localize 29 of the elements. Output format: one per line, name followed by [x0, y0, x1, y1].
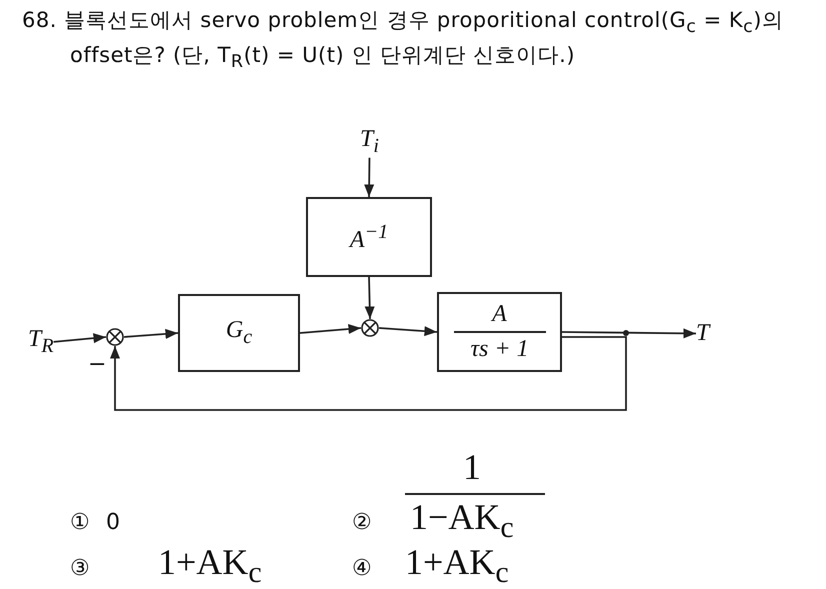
option-text: 1+AK$_{c}$: [158, 541, 262, 589]
option-number: ④: [352, 556, 372, 581]
signal-label: T$_{i}$: [360, 126, 379, 158]
summing-junction: [106, 328, 124, 346]
option-text: 0: [106, 510, 120, 535]
arrow: [562, 328, 696, 338]
summing-junction: [361, 319, 379, 337]
arrow: [364, 276, 375, 320]
block-label: A$^{−1}$: [350, 220, 388, 254]
signal-label: T: [696, 320, 710, 347]
arrow: [300, 324, 362, 334]
arrow: [124, 328, 178, 339]
signal-label: T$_{R}$: [28, 326, 54, 358]
question-text: 68. 블록선도에서 servo problem인 경우 proporitional control(G$_{c}$ = K$_{c}$)의 offset은? (단, T$_{R}$(t) = U(t) 인 단위계단 신호이다.): [22, 7, 784, 74]
arrow: [110, 336, 627, 411]
transfer-function-block: [437, 292, 562, 372]
block-label: G$_{c}$: [226, 317, 252, 349]
denominator: τs + 1: [470, 336, 529, 363]
option-number: ②: [352, 510, 372, 535]
option-number: ①: [70, 510, 90, 535]
option-number: ③: [70, 556, 90, 581]
arrow: [378, 326, 438, 336]
numerator: A: [492, 301, 507, 328]
sign: −: [88, 352, 106, 377]
numerator: 1: [463, 446, 481, 488]
arrow: [364, 158, 374, 197]
arrow: [54, 333, 106, 344]
block: [306, 197, 432, 277]
block: [178, 294, 300, 372]
